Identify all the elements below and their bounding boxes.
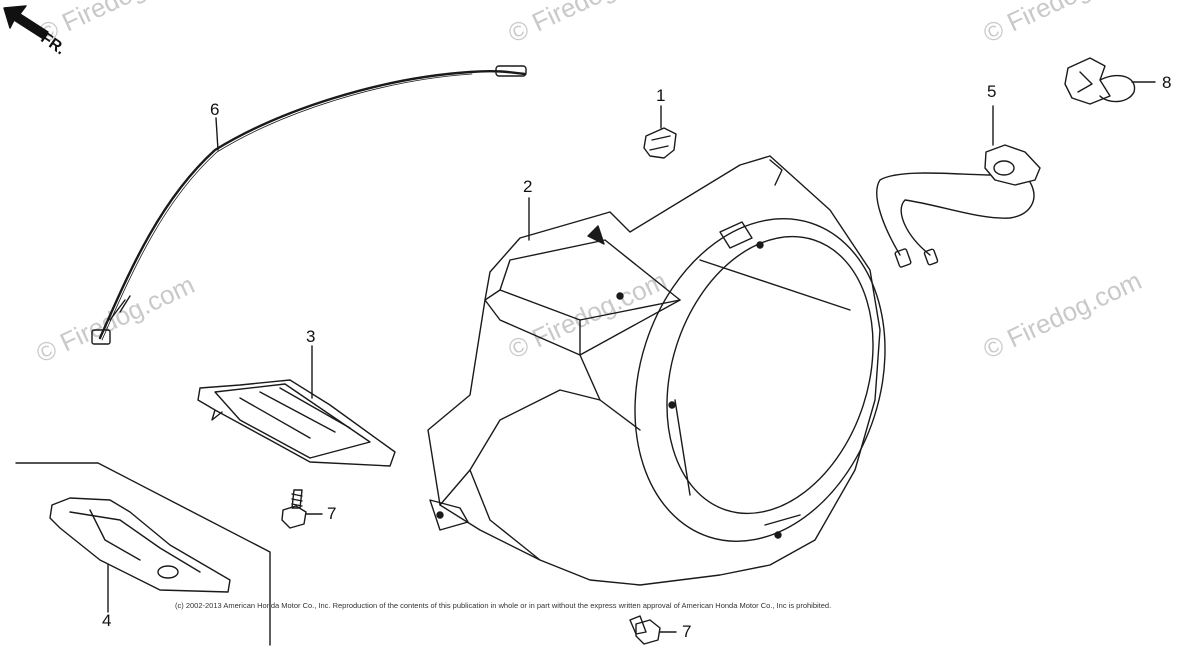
leader-6 [215,117,219,151]
part-2-fan-cover [427,155,886,586]
callout-3: 3 [306,327,316,346]
part-7-bolt-lower [629,615,661,645]
part-6-wire-harness [91,65,527,345]
callout-7-upper: 7 [327,504,337,523]
callout-5: 5 [987,82,997,101]
callout-4: 4 [102,611,112,630]
part-5-switch [876,144,1041,268]
front-arrow-icon [3,5,49,39]
copyright-notice: (c) 2002-2013 American Honda Motor Co., … [175,601,832,610]
part-7-bolt-upper [281,489,307,529]
callout-7-lower: 7 [682,622,692,641]
part-1-clip [643,127,677,159]
callout-6: 6 [210,100,220,119]
callout-1: 1 [656,86,666,105]
section-boundary [15,462,271,646]
callout-2: 2 [523,177,533,196]
part-8-clamp [1064,57,1136,105]
callout-8: 8 [1162,73,1172,92]
part-4-guard [49,497,231,593]
part-3-cover-plate [197,379,396,467]
